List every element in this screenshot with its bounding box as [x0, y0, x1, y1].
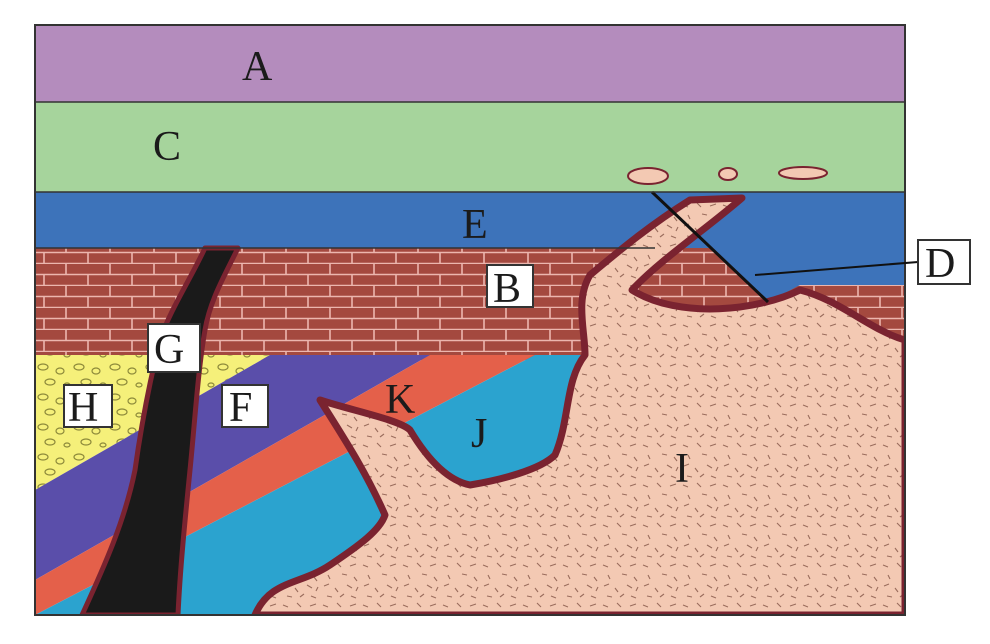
pebble — [778, 166, 828, 180]
label-b-box — [486, 264, 534, 308]
label-d-leader — [754, 261, 919, 276]
pebble — [718, 167, 738, 181]
label-b: B — [493, 266, 521, 312]
label-h: H — [68, 385, 98, 431]
label-g: G — [154, 327, 184, 373]
label-e: E — [462, 202, 488, 248]
label-j: J — [471, 411, 487, 457]
label-d: D — [925, 241, 955, 287]
label-k: K — [385, 377, 415, 423]
fault-d — [650, 190, 770, 304]
label-h-box — [63, 384, 113, 428]
label-f: F — [229, 385, 252, 431]
pebble — [627, 167, 669, 185]
label-d-box — [917, 239, 971, 285]
intrusion-i — [251, 194, 905, 615]
diagram-frame — [34, 24, 906, 616]
label-i: I — [675, 446, 689, 492]
label-a: A — [242, 44, 273, 90]
label-c: C — [153, 124, 181, 170]
layer-c — [35, 102, 905, 192]
label-g-box — [147, 323, 201, 373]
layer-b-brick-left — [35, 248, 905, 300]
label-f-box — [221, 384, 269, 428]
layer-a — [35, 25, 905, 102]
